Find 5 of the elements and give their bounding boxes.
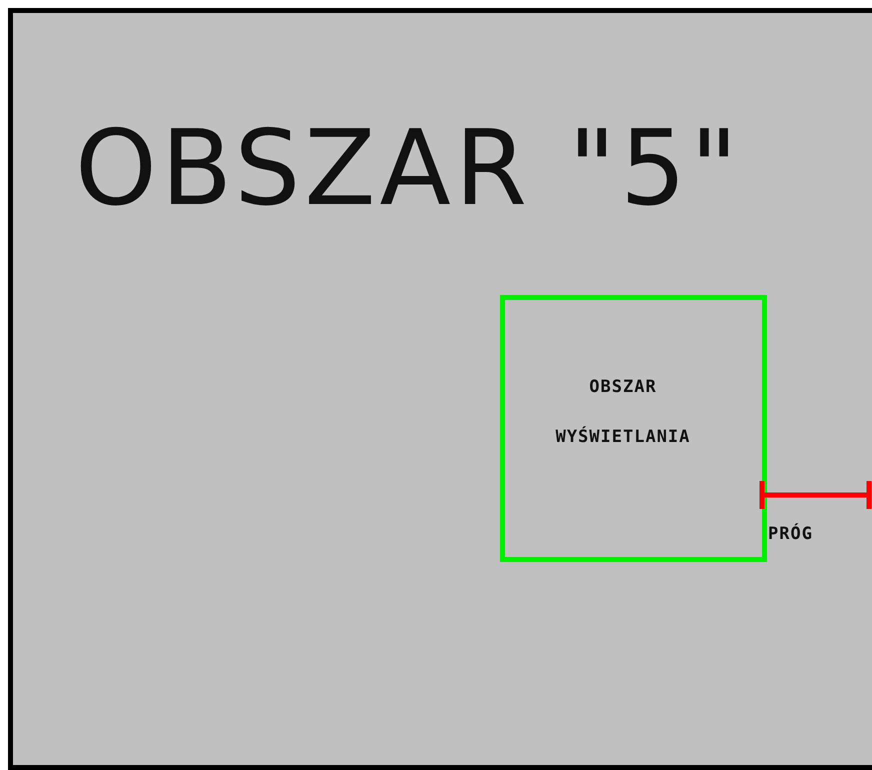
dimension-label: PRÓG	[768, 524, 813, 544]
area-heading: OBSZAR "5"	[75, 106, 742, 231]
display-area-box	[500, 295, 767, 562]
box-label: OBSZAR WYŚWIETLANIA	[554, 376, 692, 449]
outer-area-panel	[8, 8, 872, 770]
